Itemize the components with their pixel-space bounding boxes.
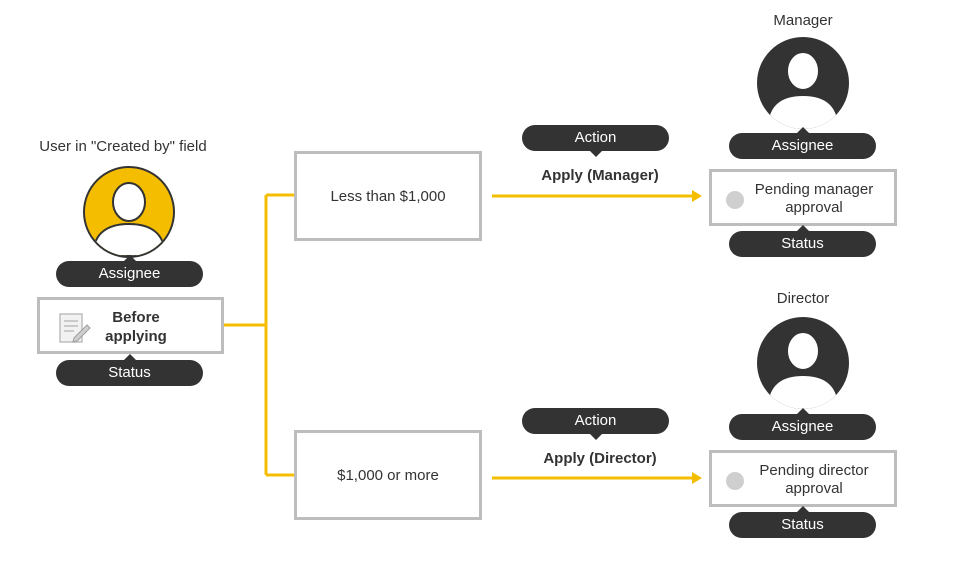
- origin-status-pill: Status: [56, 354, 203, 386]
- action-text-manager: Apply (Manager): [541, 167, 659, 184]
- action-pill-director: Action: [522, 408, 669, 440]
- status-dot-icon: [726, 191, 744, 209]
- director-status-text: Pending director approval: [759, 462, 869, 497]
- manager-status-text: Pending manager approval: [754, 181, 874, 216]
- origin-status-box: Before applying: [37, 297, 224, 354]
- status-dot-icon: [726, 472, 744, 490]
- role-caption-manager: Manager: [773, 12, 833, 29]
- person-icon: [91, 182, 167, 256]
- manager-status-box: Pending manager approval: [709, 169, 897, 226]
- document-edit-icon: [59, 313, 91, 343]
- origin-avatar: [83, 166, 175, 258]
- arrow-right-icon: [692, 472, 702, 484]
- action-pill-manager: Action: [522, 125, 669, 157]
- director-status-pill: Status: [729, 506, 876, 538]
- condition-box-manager: Less than $1,000: [294, 151, 482, 241]
- manager-avatar: [757, 37, 849, 129]
- origin-status-text: Before applying: [105, 309, 167, 345]
- person-icon: [766, 331, 840, 409]
- person-icon: [766, 51, 840, 129]
- arrow-right-icon: [692, 190, 702, 202]
- manager-assignee-pill: Assignee: [729, 127, 876, 159]
- director-status-box: Pending director approval: [709, 450, 897, 507]
- condition-box-director: $1,000 or more: [294, 430, 482, 520]
- origin-caption: User in "Created by" field: [39, 138, 207, 155]
- role-caption-director: Director: [776, 290, 830, 307]
- action-text-director: Apply (Director): [543, 450, 657, 467]
- origin-assignee-pill: Assignee: [56, 255, 203, 287]
- manager-status-pill: Status: [729, 225, 876, 257]
- director-avatar: [757, 317, 849, 409]
- director-assignee-pill: Assignee: [729, 408, 876, 440]
